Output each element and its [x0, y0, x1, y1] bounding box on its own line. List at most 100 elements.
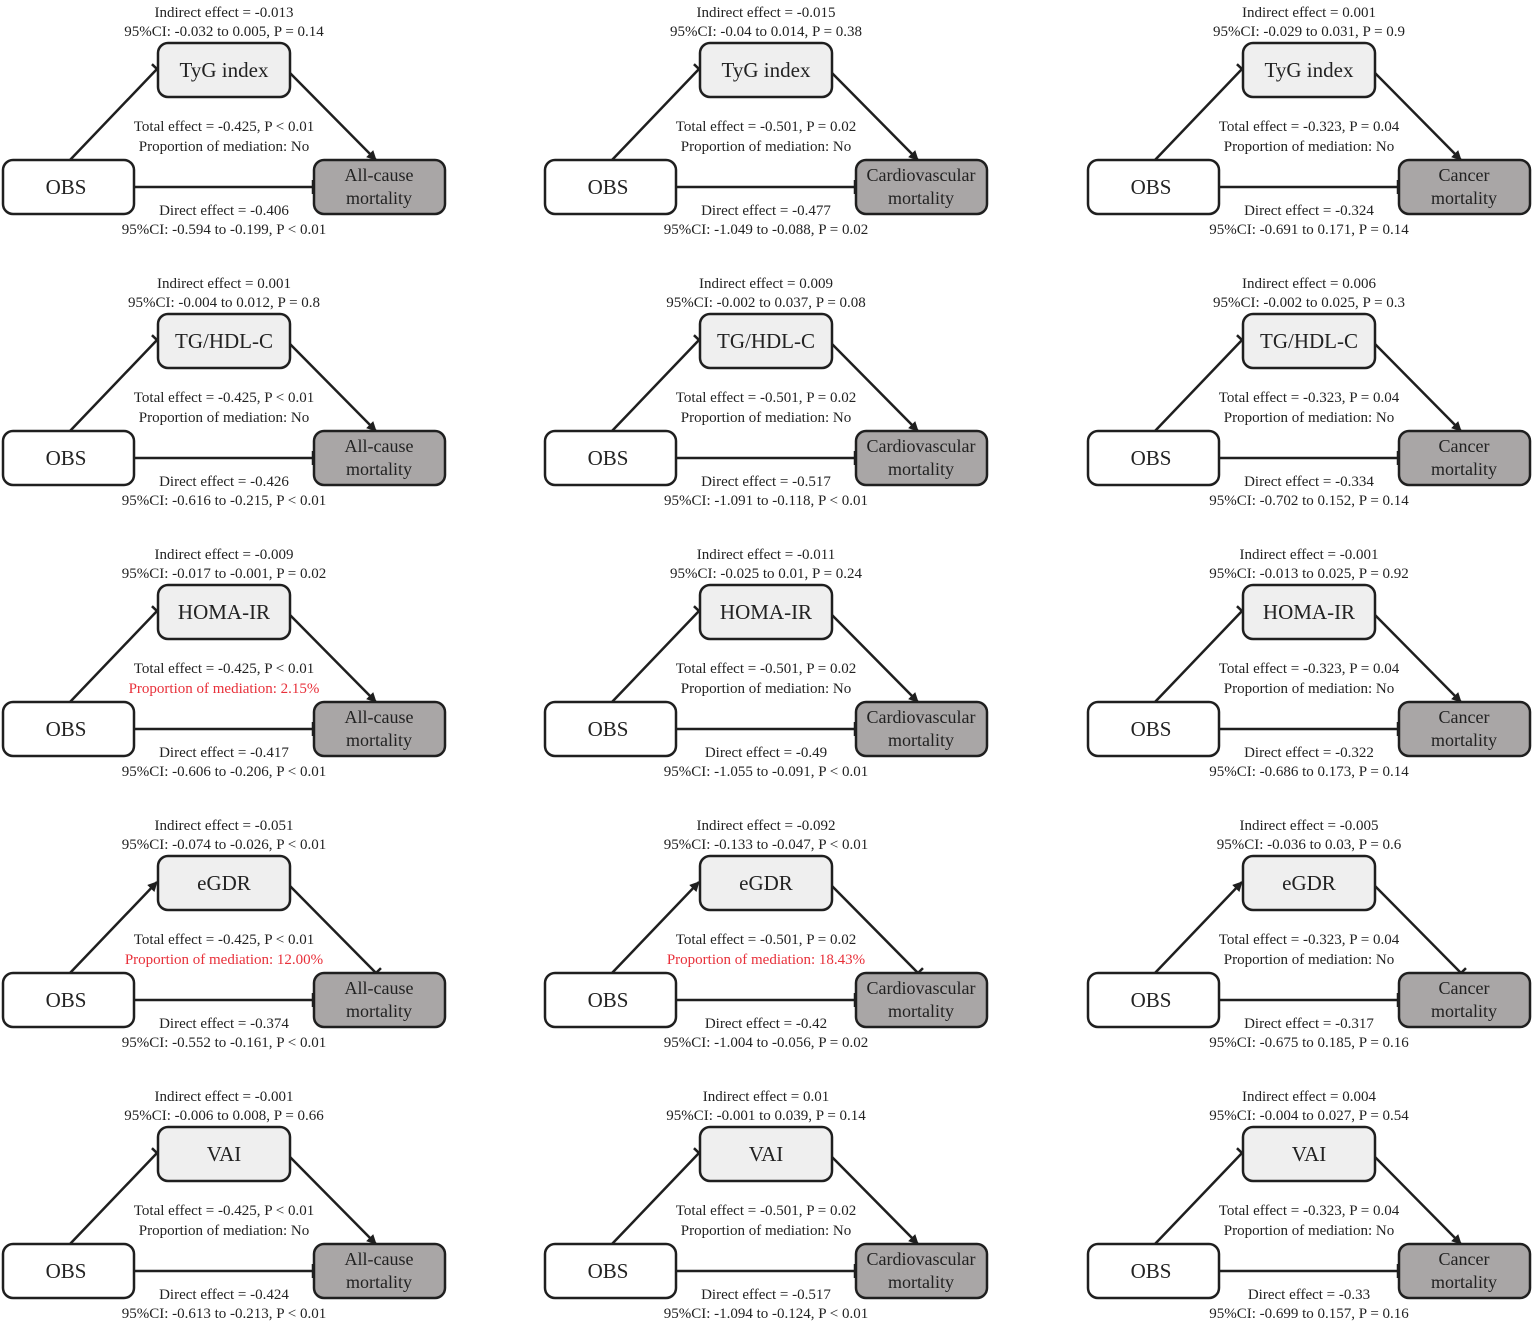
- path-b-mediator-to-outcome: [288, 71, 377, 161]
- exposure-label: OBS: [46, 446, 87, 470]
- exposure-box: [543, 429, 678, 487]
- path-b-mediator-to-outcome: [288, 1155, 377, 1245]
- exposure-box: [1, 971, 136, 1029]
- direct-ci-label: 95%CI: -0.675 to 0.185, P = 0.16: [1209, 1035, 1409, 1051]
- mediator-box: [698, 41, 834, 99]
- path-c-direct: [1220, 993, 1400, 1007]
- mediator-label: TG/HDL-C: [175, 329, 273, 353]
- mediator-label: TG/HDL-C: [717, 329, 815, 353]
- total-effect-label: Total effect = -0.501, P = 0.02: [676, 390, 856, 406]
- outcome-label-line-2: mortality: [888, 1001, 954, 1021]
- direct-ci-label: 95%CI: -0.699 to 0.157, P = 0.16: [1209, 1306, 1409, 1322]
- total-effect-label: Total effect = -0.323, P = 0.04: [1219, 119, 1400, 135]
- outcome-label-line-2: mortality: [346, 188, 412, 208]
- mediator-box: [1241, 583, 1377, 641]
- indirect-ci-label: 95%CI: -0.029 to 0.031, P = 0.9: [1213, 24, 1405, 40]
- exposure-box: [543, 700, 678, 758]
- indirect-ci-label: 95%CI: -0.006 to 0.008, P = 0.66: [124, 1108, 324, 1124]
- exposure-label: OBS: [1131, 446, 1172, 470]
- exposure-box: [1, 158, 136, 216]
- outcome-label-line-2: mortality: [1431, 730, 1497, 750]
- path-a-exposure-to-mediator-line: [1154, 68, 1243, 161]
- direct-ci-label: 95%CI: -1.049 to -0.088, P = 0.02: [664, 222, 869, 238]
- indirect-ci-label: 95%CI: -0.133 to -0.047, P < 0.01: [664, 837, 869, 853]
- indirect-ci-label: 95%CI: -0.002 to 0.037, P = 0.08: [666, 295, 866, 311]
- indirect-ci-label: 95%CI: -0.017 to -0.001, P = 0.02: [122, 566, 327, 582]
- outcome-label-line-1: All-cause: [345, 707, 414, 727]
- direct-effect-label: Direct effect = -0.322: [1244, 745, 1374, 761]
- direct-ci-label: 95%CI: -0.686 to 0.173, P = 0.14: [1209, 764, 1409, 780]
- outcome-label-line-2: mortality: [1431, 188, 1497, 208]
- total-effect-label: Total effect = -0.501, P = 0.02: [676, 1203, 856, 1219]
- path-a-exposure-to-mediator-line: [611, 881, 700, 974]
- direct-ci-label: 95%CI: -0.594 to -0.199, P < 0.01: [122, 222, 327, 238]
- mediator-label: TyG index: [722, 58, 811, 82]
- total-effect-label: Total effect = -0.323, P = 0.04: [1219, 932, 1400, 948]
- path-b-mediator-to-outcome-line: [830, 1155, 919, 1245]
- path-b-mediator-to-outcome-line: [288, 1155, 377, 1245]
- direct-ci-label: 95%CI: -0.606 to -0.206, P < 0.01: [122, 764, 327, 780]
- indirect-effect-label: Indirect effect = -0.001: [1240, 547, 1379, 563]
- mediator-label: eGDR: [739, 871, 793, 895]
- indirect-effect-label: Indirect effect = 0.004: [1242, 1089, 1376, 1105]
- exposure-label: OBS: [1131, 988, 1172, 1012]
- proportion-mediation-label: Proportion of mediation: No: [681, 139, 851, 155]
- path-a-exposure-to-mediator-line: [69, 610, 158, 703]
- indirect-effect-label: Indirect effect = -0.092: [697, 818, 836, 834]
- path-c-direct: [1220, 1264, 1400, 1278]
- proportion-mediation-label: Proportion of mediation: No: [1224, 952, 1394, 968]
- direct-ci-label: 95%CI: -0.616 to -0.215, P < 0.01: [122, 493, 327, 509]
- outcome-label-line-1: Cancer: [1439, 978, 1490, 998]
- mediator-label: HOMA-IR: [178, 600, 270, 624]
- direct-ci-label: 95%CI: -0.552 to -0.161, P < 0.01: [122, 1035, 327, 1051]
- exposure-box: [543, 971, 678, 1029]
- indirect-effect-label: Indirect effect = -0.009: [155, 547, 294, 563]
- exposure-box: [1086, 158, 1221, 216]
- path-b-mediator-to-outcome: [1373, 342, 1462, 432]
- path-a-exposure-to-mediator-line: [611, 68, 700, 161]
- proportion-mediation-label: Proportion of mediation: No: [1224, 410, 1394, 426]
- mediation-panel: Indirect effect = 0.001 95%CI: -0.029 to …: [1086, 5, 1532, 238]
- indirect-effect-label: Indirect effect = 0.001: [157, 276, 291, 292]
- direct-ci-label: 95%CI: -1.091 to -0.118, P < 0.01: [664, 493, 868, 509]
- mediator-box: [698, 312, 834, 370]
- direct-ci-label: 95%CI: -1.055 to -0.091, P < 0.01: [664, 764, 869, 780]
- path-c-direct: [677, 451, 857, 465]
- path-a-exposure-to-mediator-line: [1154, 610, 1243, 703]
- indirect-effect-label: Indirect effect = 0.001: [1242, 5, 1376, 21]
- mediator-box: [156, 312, 292, 370]
- direct-ci-label: 95%CI: -0.691 to 0.171, P = 0.14: [1209, 222, 1409, 238]
- exposure-box: [1086, 429, 1221, 487]
- path-a-exposure-to-mediator-line: [1154, 339, 1243, 432]
- path-b-mediator-to-outcome-line: [288, 613, 377, 703]
- path-b-mediator-to-outcome-line: [830, 884, 919, 974]
- path-b-mediator-to-outcome: [288, 342, 377, 432]
- mediator-label: TyG index: [1265, 58, 1354, 82]
- mediator-box: [156, 1125, 292, 1183]
- outcome-box: [854, 1242, 989, 1300]
- outcome-label-line-2: mortality: [346, 730, 412, 750]
- total-effect-label: Total effect = -0.501, P = 0.02: [676, 661, 856, 677]
- exposure-box: [1, 700, 136, 758]
- mediator-box: [1241, 312, 1377, 370]
- path-b-mediator-to-outcome: [1373, 613, 1462, 703]
- path-b-mediator-to-outcome-line: [1373, 71, 1462, 161]
- outcome-label-line-2: mortality: [888, 188, 954, 208]
- path-a-exposure-to-mediator: [1154, 881, 1243, 974]
- indirect-ci-label: 95%CI: -0.002 to 0.025, P = 0.3: [1213, 295, 1405, 311]
- outcome-label-line-2: mortality: [346, 459, 412, 479]
- exposure-label: OBS: [46, 717, 87, 741]
- path-b-mediator-to-outcome-line: [1373, 613, 1462, 703]
- total-effect-label: Total effect = -0.501, P = 0.02: [676, 932, 856, 948]
- exposure-label: OBS: [46, 988, 87, 1012]
- exposure-box: [1086, 971, 1221, 1029]
- proportion-mediation-label: Proportion of mediation: No: [681, 681, 851, 697]
- path-c-direct: [135, 1264, 315, 1278]
- outcome-box: [312, 700, 447, 758]
